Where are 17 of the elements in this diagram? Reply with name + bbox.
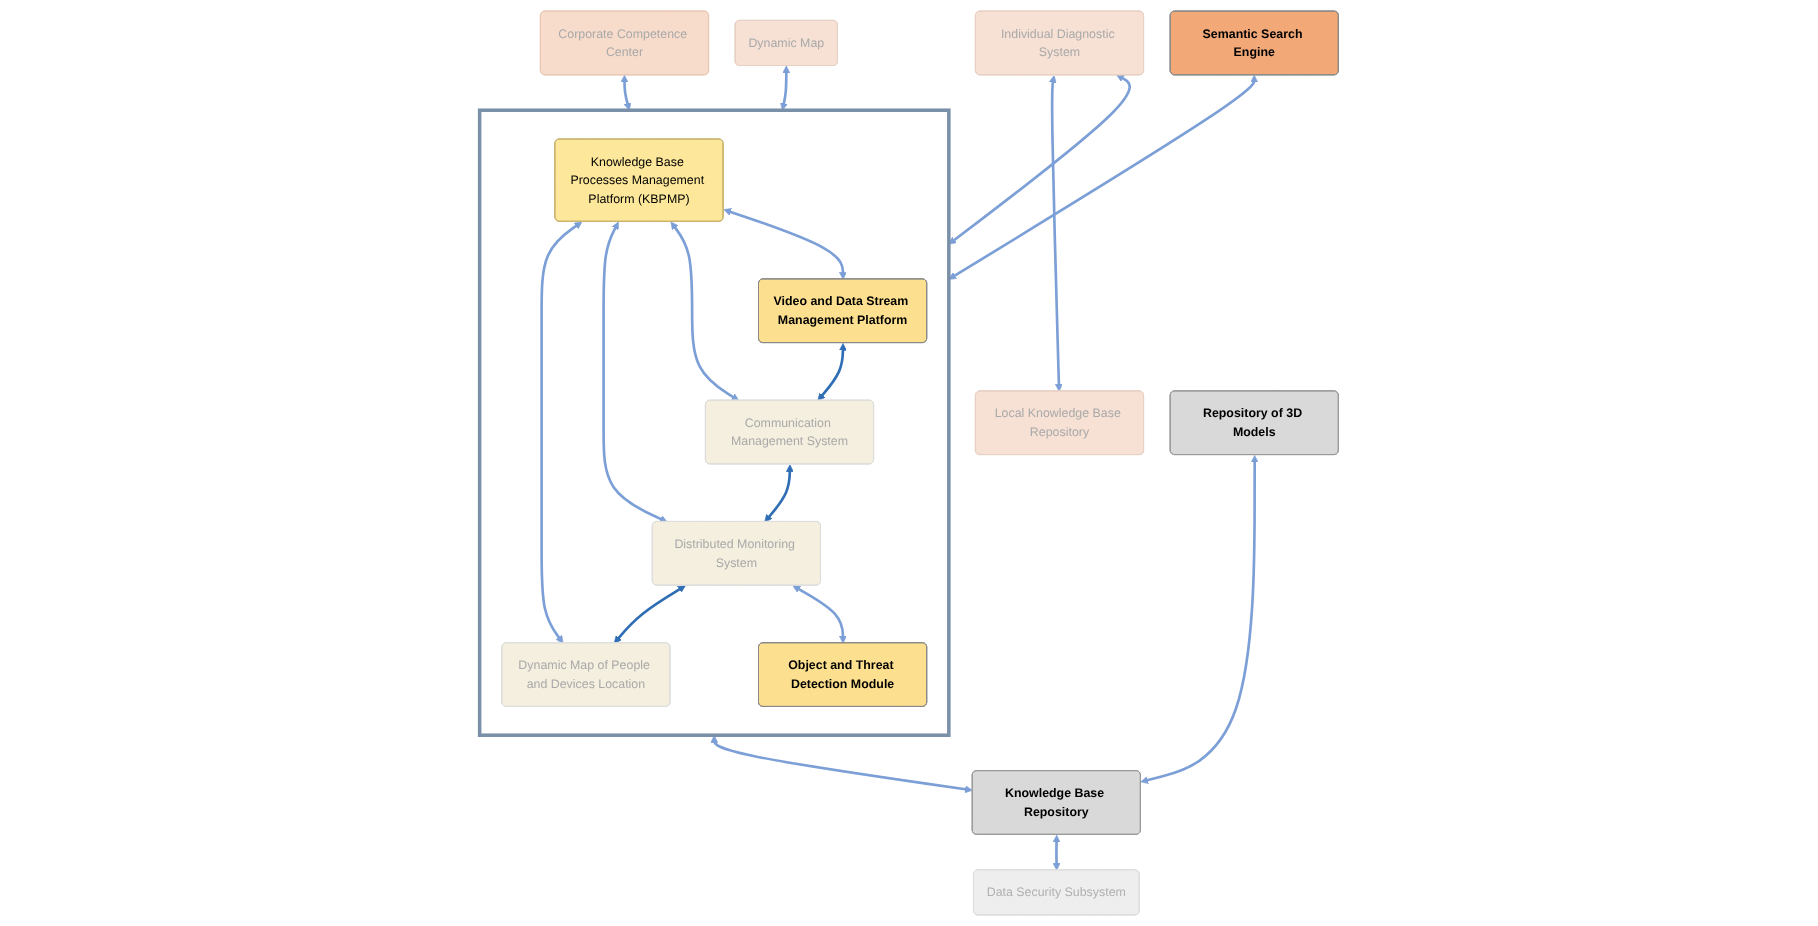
arrow: [780, 65, 791, 111]
arrow: [1140, 455, 1259, 784]
cluster: [477, 108, 951, 737]
arrow: [792, 585, 847, 644]
arrow: [620, 74, 632, 111]
arrow: [948, 74, 1131, 245]
arrow: [540, 221, 583, 644]
arrow: [948, 74, 1259, 280]
arrow: [817, 343, 847, 401]
arrow: [602, 221, 668, 523]
arrow: [670, 221, 740, 401]
arrow: [723, 208, 847, 280]
arrow: [1052, 834, 1061, 871]
arrow: [710, 735, 973, 794]
arrow: [613, 585, 686, 644]
arrow: [1048, 75, 1063, 392]
arrow: [764, 464, 794, 523]
